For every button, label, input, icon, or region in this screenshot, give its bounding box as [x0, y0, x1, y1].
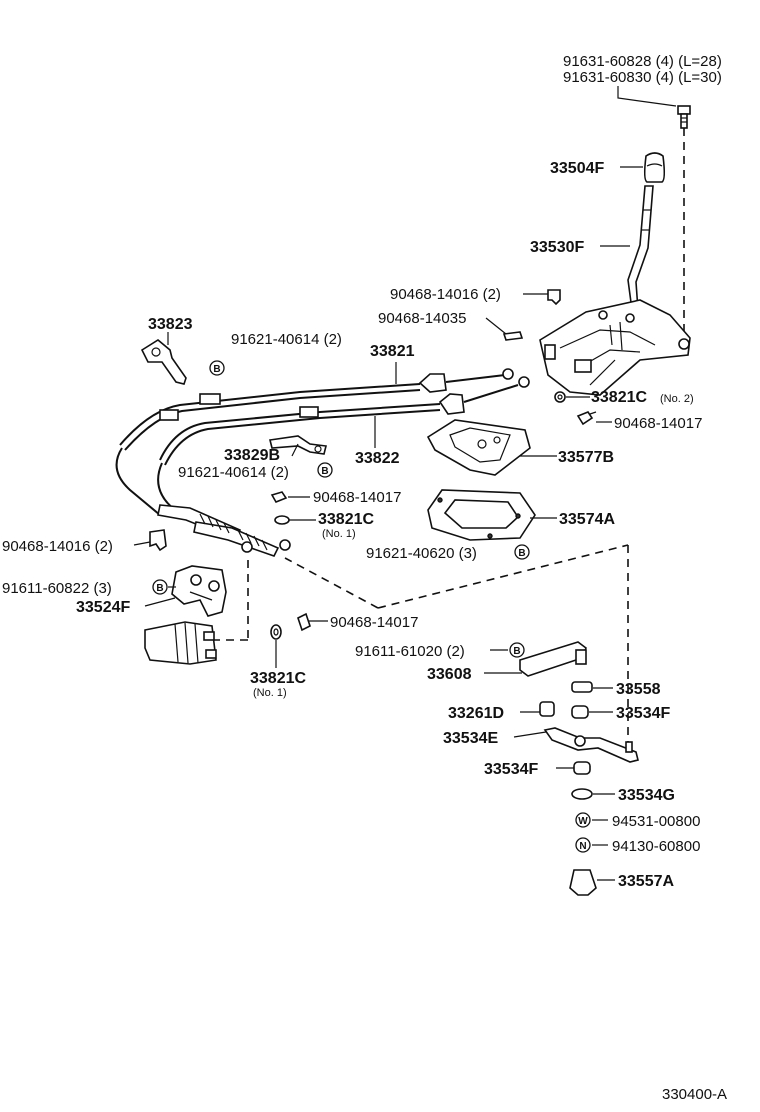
- marker-b-5: B: [509, 642, 525, 658]
- svg-text:B: B: [513, 646, 520, 657]
- label-bracket-33524f: 33524F: [76, 599, 130, 616]
- marker-n: N: [575, 837, 591, 853]
- label-33261d: 33261D: [448, 705, 504, 722]
- knob-33557a: [569, 869, 597, 896]
- plate-33574a: [427, 489, 536, 541]
- label-bushing-no2: 33821C: [591, 389, 647, 406]
- shift-lever-housing: [539, 299, 691, 396]
- clip-90468-14016-top: [547, 289, 561, 306]
- washer-33534g: [571, 788, 593, 800]
- label-clip-14017-right: 90468-14017: [614, 415, 702, 432]
- label-bushing-no1-low: 33821C: [250, 670, 306, 687]
- label-33823: 33823: [148, 316, 193, 333]
- label-no2: (No. 2): [660, 393, 694, 405]
- bushing-33821c-mid: [274, 515, 290, 525]
- label-bolt-40614-top: 91621-40614 (2): [231, 331, 342, 348]
- lever-33534e: [543, 727, 639, 763]
- label-33534g: 33534G: [618, 787, 675, 804]
- label-bushing-no1-mid: 33821C: [318, 511, 374, 528]
- label-bolt-l28: 91631-60828 (4) (L=28): [563, 53, 722, 70]
- marker-b-1: B: [209, 360, 225, 376]
- label-plate-33577b: 33577B: [558, 449, 614, 466]
- label-lever: 33530F: [530, 239, 584, 256]
- label-bolt-61020: 91611-61020 (2): [355, 643, 465, 660]
- diagram-code: 330400-A: [662, 1086, 727, 1103]
- label-33534f-b: 33534F: [484, 761, 538, 778]
- clip-90468-14017-right: [576, 411, 597, 426]
- assembly-guide-lines: [210, 128, 685, 748]
- svg-text:N: N: [579, 841, 586, 852]
- label-clip-14017-mid: 90468-14017: [313, 489, 401, 506]
- bushing-33534f-a: [571, 705, 589, 719]
- label-cable-33821: 33821: [370, 343, 415, 360]
- grommet-33261d: [539, 701, 555, 717]
- bushing-33821c-no2: [554, 391, 566, 403]
- leader-lines: [133, 86, 677, 881]
- label-33534e: 33534E: [443, 730, 498, 747]
- label-33608: 33608: [427, 666, 472, 683]
- shift-lever-33530f: [627, 185, 654, 311]
- svg-text:B: B: [321, 466, 328, 477]
- part-labels: 91631-60828 (4) (L=28) 91631-60830 (4) (…: [2, 53, 727, 1103]
- marker-b-2: B: [317, 462, 333, 478]
- bracket-33524f: [171, 565, 227, 617]
- label-knob: 33504F: [550, 160, 604, 177]
- label-clip-14016-left: 90468-14016 (2): [2, 538, 113, 555]
- label-clip-14035: 90468-14035: [378, 310, 466, 327]
- clip-90468-14035: [502, 331, 524, 341]
- label-clip-14016-top: 90468-14016 (2): [390, 286, 501, 303]
- label-clip-14017-low: 90468-14017: [330, 614, 418, 631]
- label-washer: 94531-00800: [612, 813, 700, 830]
- label-plate-33574a: 33574A: [559, 511, 615, 528]
- clip-90468-14016-left: [149, 529, 167, 552]
- marker-b-3: B: [514, 544, 530, 560]
- svg-text:W: W: [578, 816, 588, 827]
- label-cable-33822: 33822: [355, 450, 400, 467]
- cable-end-sleeves: [157, 504, 291, 557]
- shift-knob-33504f: [643, 152, 666, 183]
- plate-33577b: [426, 419, 531, 476]
- label-bolt-l30: 91631-60830 (4) (L=30): [563, 69, 722, 86]
- label-33534f-a: 33534F: [616, 705, 670, 722]
- bushing-33821c-low: [270, 624, 282, 640]
- svg-text:B: B: [518, 548, 525, 559]
- label-33558: 33558: [616, 681, 661, 698]
- marker-b-4: B: [152, 579, 168, 595]
- label-33557a: 33557A: [618, 873, 674, 890]
- transmission-housing: [144, 621, 217, 665]
- label-bolt-40620: 91621-40620 (3): [366, 545, 477, 562]
- label-no1-low: (No. 1): [253, 687, 287, 699]
- cable-33821: [115, 368, 514, 516]
- label-bolt-40614-mid: 91621-40614 (2): [178, 464, 289, 481]
- label-33829b: 33829B: [224, 447, 280, 464]
- label-nut: 94130-60800: [612, 838, 700, 855]
- bushing-33558: [571, 681, 593, 693]
- label-no1-mid: (No. 1): [322, 528, 356, 540]
- cable-33822: [157, 376, 530, 526]
- clip-90468-14017-low: [297, 612, 311, 632]
- bracket-33823: [140, 339, 187, 385]
- marker-w: W: [575, 812, 591, 828]
- svg-text:B: B: [156, 583, 163, 594]
- svg-text:B: B: [213, 364, 220, 375]
- link-33608: [519, 641, 587, 677]
- label-bolt-60822: 91611-60822 (3): [2, 580, 112, 597]
- shift-bolt: [677, 105, 691, 129]
- bushing-33534f-b: [573, 761, 591, 775]
- clip-90468-14017-mid: [270, 491, 288, 504]
